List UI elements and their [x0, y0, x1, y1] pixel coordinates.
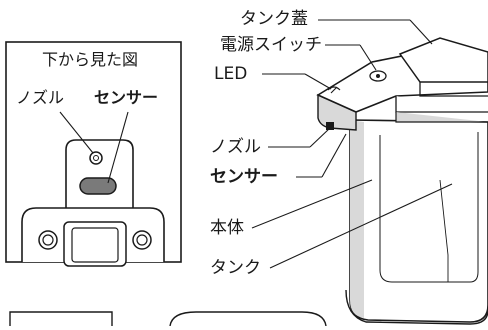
callout-power-switch: 電源スイッチ — [220, 35, 322, 55]
dispenser — [251, 19, 488, 325]
bottom-view-inset — [5, 41, 182, 267]
inset-sensor-label: センサー — [94, 88, 159, 107]
sensor-window — [79, 177, 117, 195]
inset-title: 下から見た図 — [42, 50, 139, 69]
callout-sensor: センサー — [210, 167, 278, 187]
nozzle-tip — [326, 122, 334, 130]
callout-tank: タンク — [210, 258, 261, 278]
head-front — [317, 93, 357, 131]
partial-box-right — [169, 311, 327, 327]
callout-tank-lid: タンク蓋 — [240, 9, 308, 29]
callout-nozzle: ノズル — [210, 137, 261, 157]
led-mark — [327, 86, 341, 94]
callout-led: LED — [214, 64, 248, 84]
partial-box-left — [9, 311, 113, 326]
callout-body: 本体 — [210, 218, 244, 238]
tank-lid — [398, 37, 488, 83]
inset-nozzle-label: ノズル — [16, 88, 65, 107]
